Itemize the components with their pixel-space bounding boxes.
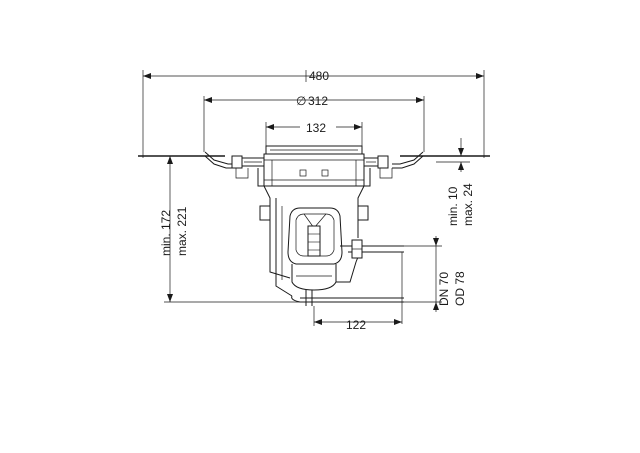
max-height-label: max. 221	[175, 206, 189, 256]
dimension-outlet-offset: 122	[313, 306, 402, 332]
grate-width-label: 132	[306, 121, 326, 135]
dimension-overall-width: 480	[142, 69, 485, 158]
max-adjust-label: max. 24	[461, 183, 475, 226]
flange-diameter-label: 312	[308, 94, 328, 108]
od-label: OD 78	[453, 271, 467, 306]
min-adjust-label: min. 10	[446, 186, 460, 226]
dimension-height: min. 172 max. 221	[159, 156, 300, 303]
outlet-offset-label: 122	[346, 318, 366, 332]
overall-width-label: 480	[309, 69, 329, 83]
diameter-symbol: ∅	[296, 94, 306, 108]
drain-body	[231, 145, 404, 306]
min-height-label: min. 172	[159, 210, 173, 256]
dimension-grate-width: 132	[265, 121, 363, 146]
dimension-flange-diameter: ∅ 312	[203, 94, 425, 152]
dimension-adjustment: min. 10 max. 24	[436, 138, 475, 226]
dimension-outlet-diameter: DN 70 OD 78	[401, 236, 467, 324]
dn-label: DN 70	[437, 272, 451, 306]
